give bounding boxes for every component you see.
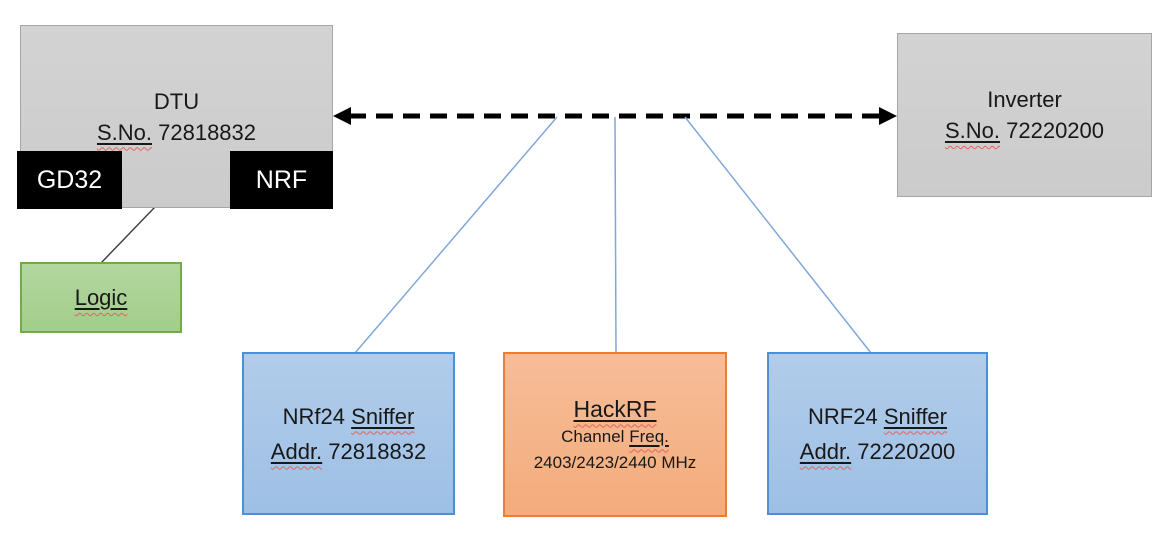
sniffer-left-address: Addr. 72818832 xyxy=(270,438,427,464)
logic-label: Logic xyxy=(74,285,128,310)
hackrf-box: HackRF Channel Freq. 2403/2423/2440 MHz xyxy=(503,352,727,517)
logic-box: Logic xyxy=(20,262,182,333)
inverter-serial-label: S.No. xyxy=(944,118,1000,143)
arrowhead-left xyxy=(333,107,351,125)
gd32-label: GD32 xyxy=(36,166,103,194)
dtu-title: DTU xyxy=(153,88,200,114)
sniffer-right-box: NRF24 Sniffer Addr. 72220200 xyxy=(767,352,988,515)
hackrf-frequencies: 2403/2423/2440 MHz xyxy=(533,452,697,472)
hackrf-title: HackRF xyxy=(573,395,657,422)
sniffer-right-address: Addr. 72220200 xyxy=(799,438,956,464)
dtu-serial-number: 72818832 xyxy=(158,119,257,145)
inverter-box: Inverter S.No. 72220200 xyxy=(897,33,1152,197)
gd32-box: GD32 xyxy=(17,151,122,209)
sniffer-right-connector-line xyxy=(684,116,872,354)
hackrf-channel-line: Channel Freq. xyxy=(561,426,669,446)
nrf-box: NRF xyxy=(230,151,333,209)
sniffer-left-box: NRf24 Sniffer Addr. 72818832 xyxy=(242,352,455,515)
inverter-title: Inverter xyxy=(987,87,1062,112)
arrowhead-right xyxy=(879,107,897,125)
nrf-label: NRF xyxy=(255,166,308,194)
inverter-serial: S.No. 72220200 xyxy=(945,115,1104,146)
dtu-serial: S.No. 72818832 xyxy=(97,117,256,148)
dtu-serial-label: S.No. xyxy=(96,119,152,145)
sniffer-left-title: NRf24 Sniffer xyxy=(282,403,415,429)
sniffer-right-title: NRF24 Sniffer xyxy=(808,403,947,429)
inverter-serial-number: 72220200 xyxy=(1006,118,1105,143)
dtu-inverter-dashed-arrow xyxy=(333,107,897,125)
hackrf-connector-line xyxy=(614,116,617,354)
sniffer-left-connector-line xyxy=(354,116,558,354)
